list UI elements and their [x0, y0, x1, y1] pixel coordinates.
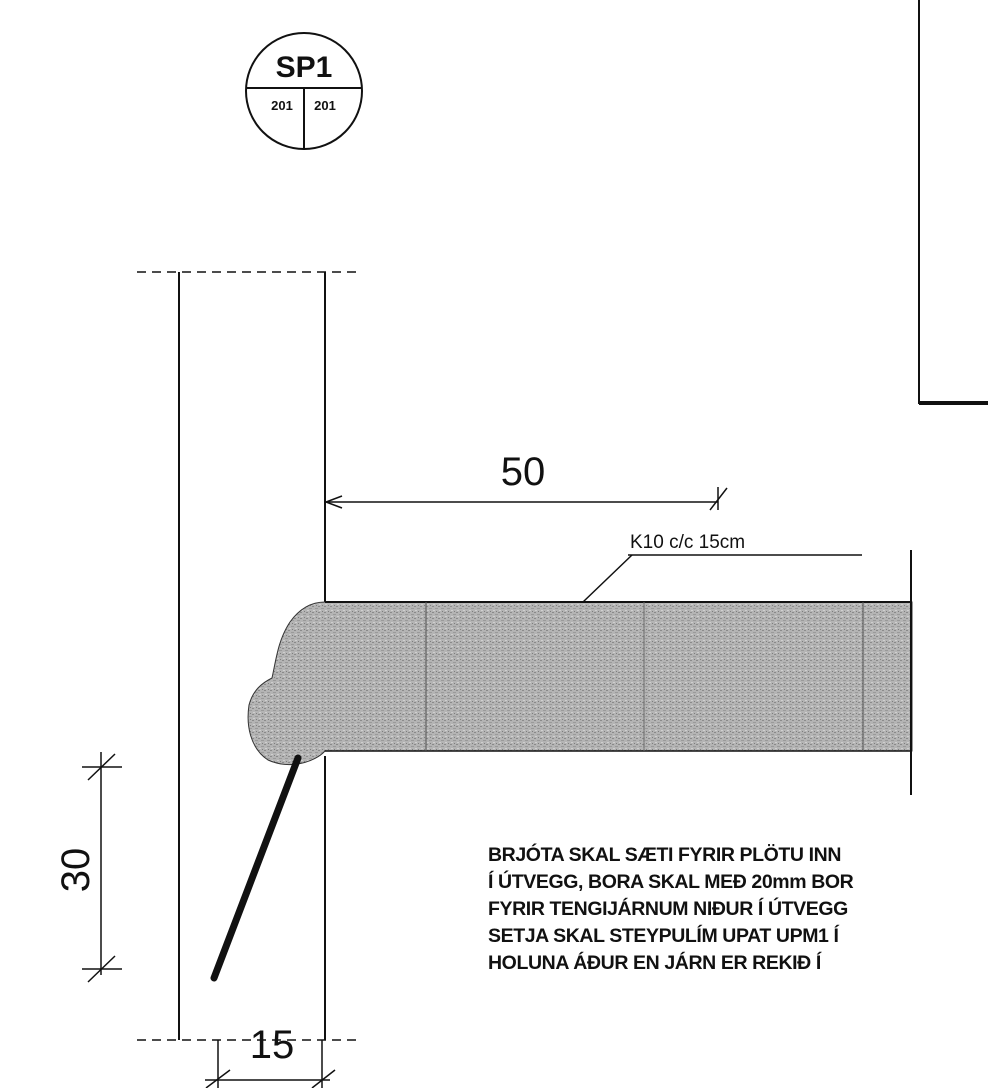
- dimension-tick: [205, 1069, 231, 1088]
- dimension-tick: [709, 487, 728, 511]
- section-marker: SP1 201 201: [245, 32, 363, 150]
- section-sheet-left: 201: [271, 98, 293, 113]
- dimension-label-50: 50: [501, 450, 546, 494]
- dimension-tick: [87, 955, 116, 983]
- exterior-wall: [137, 271, 362, 1041]
- rebar-callout: K10 c/c 15cm: [582, 532, 862, 603]
- note-line: SETJA SKAL STEYPULÍM UPAT UPM1 Í: [488, 925, 839, 947]
- dimension-tick: [311, 1069, 336, 1088]
- note-line: HOLUNA ÁÐUR EN JÁRN ER REKIÐ Í: [488, 952, 821, 974]
- dimension-rebar-depth: 30: [54, 752, 122, 983]
- construction-note: BRJÓTA SKAL SÆTI FYRIR PLÖTU INN Í ÚTVEG…: [488, 842, 988, 977]
- callout-leader: [582, 554, 633, 603]
- arrowhead: [323, 495, 343, 509]
- slab-concrete-fill: [247, 601, 913, 766]
- dimension-label-30: 30: [54, 848, 98, 893]
- adjacent-frame: [918, 0, 988, 405]
- note-line: FYRIR TENGIJÁRNUM NIÐUR Í ÚTVEGG: [488, 898, 848, 920]
- section-id: SP1: [276, 51, 333, 84]
- note-line: Í ÚTVEGG, BORA SKAL MEÐ 20mm BOR: [488, 871, 854, 893]
- dowel-rebar: [210, 754, 302, 982]
- note-line: BRJÓTA SKAL SÆTI FYRIR PLÖTU INN: [488, 844, 842, 866]
- rebar-callout-text: K10 c/c 15cm: [630, 532, 745, 553]
- dimension-tick: [87, 753, 116, 781]
- dimension-rebar-offset: 15: [205, 1023, 336, 1088]
- section-sheet-right: 201: [314, 98, 336, 113]
- dimension-slab-embed: 50: [323, 450, 728, 511]
- dimension-label-15: 15: [250, 1023, 295, 1067]
- floor-slab: [247, 550, 913, 795]
